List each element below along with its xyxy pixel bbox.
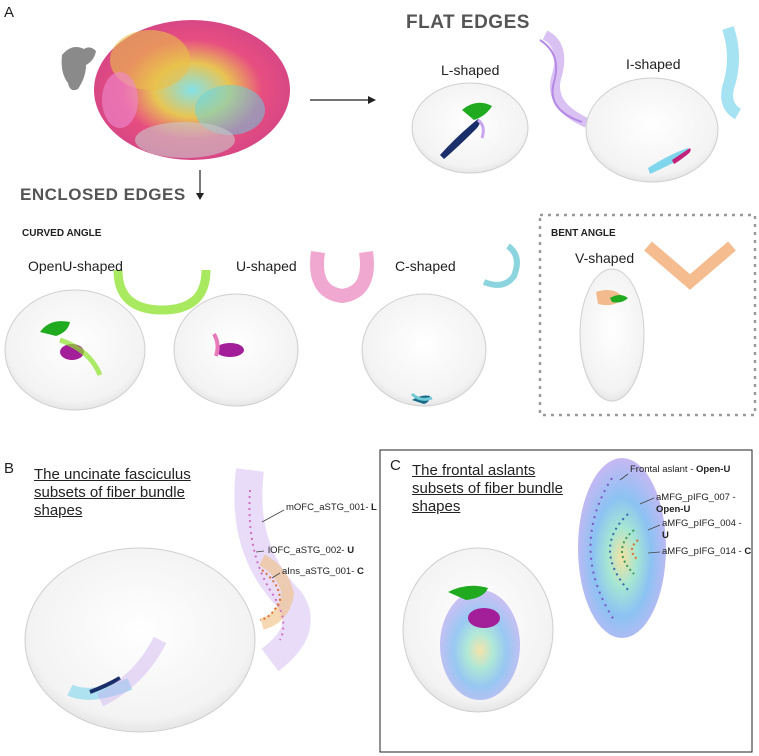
openu-shaped-fiber-bundle — [118, 270, 206, 310]
annotation-shape: C — [744, 546, 751, 557]
annotation-shape: L — [371, 502, 377, 513]
annotation-shape: C — [357, 566, 364, 577]
uncinate-annotation-u: lOFC_aSTG_002- U — [268, 545, 354, 556]
aslant-annotation-014: aMFG_pIFG_014 - C — [662, 546, 751, 557]
annotation-shape: Open-U — [696, 464, 730, 475]
panel-c-letter: C — [390, 457, 401, 474]
flat-edges-title: FLAT EDGES — [406, 12, 530, 34]
v-shaped-brain — [580, 269, 644, 401]
uncinate-annotation-l: mOFC_aSTG_001- L — [286, 502, 377, 513]
c-shaped-fiber-bundle — [484, 246, 517, 285]
panel-c-title: The frontal aslants subsets of fiber bun… — [412, 462, 563, 516]
annotation-name: aMFG_pIFG_007 - — [656, 492, 736, 503]
annotation-name: mOFC_aSTG_001- — [286, 502, 371, 513]
i-shaped-brain — [586, 78, 718, 182]
l-shaped-label: L-shaped — [441, 62, 499, 78]
panel-c-title-line2: subsets of fiber bundle — [412, 480, 563, 498]
curved-angle-title: CURVED ANGLE — [22, 228, 101, 239]
panel-c-title-line1: The frontal aslants — [412, 462, 563, 480]
arrow-right-icon — [310, 96, 376, 104]
aslant-annotation-frontal: Frontal aslant - Open-U — [630, 464, 730, 475]
enclosed-edges-title: ENCLOSED EDGES — [20, 185, 186, 205]
c-shaped-label: C-shaped — [395, 258, 456, 274]
openu-shaped-label: OpenU-shaped — [28, 258, 123, 274]
connectome-brain — [94, 20, 290, 160]
v-shaped-label: V-shaped — [575, 250, 634, 266]
u-shaped-brain — [174, 294, 298, 406]
l-shaped-brain — [412, 83, 528, 173]
uncinate-annotation-c: aIns_aSTG_001- C — [282, 566, 364, 577]
panel-b-title-line3: shapes — [34, 502, 191, 520]
i-shaped-fiber-bundle — [727, 28, 738, 114]
panel-b-letter: B — [4, 460, 14, 477]
annotation-shape: U — [662, 530, 669, 541]
u-shaped-fiber-bundle — [317, 252, 367, 296]
i-shaped-label: I-shaped — [626, 56, 680, 72]
panel-b-title-line1: The uncinate fasciculus — [34, 466, 191, 484]
aslant-fiber-bundle — [578, 458, 666, 638]
brain-mini-icon — [62, 47, 96, 90]
openu-shaped-brain — [5, 290, 145, 410]
annotation-name: aMFG_pIFG_014 - — [662, 546, 744, 557]
panel-b-title: The uncinate fasciculus subsets of fiber… — [34, 466, 191, 520]
panel-a-letter: A — [4, 4, 14, 21]
annotation-name: aIns_aSTG_001- — [282, 566, 357, 577]
panel-c-title-line3: shapes — [412, 498, 563, 516]
panel-b-title-line2: subsets of fiber bundle — [34, 484, 191, 502]
annotation-shape: Open-U — [656, 504, 690, 515]
v-shaped-fiber-bundle — [648, 246, 732, 282]
bent-angle-title: BENT ANGLE — [551, 228, 616, 239]
uncinate-brain — [25, 548, 255, 732]
l-shaped-fiber-bundle — [540, 35, 587, 123]
aslant-annotation-007: aMFG_pIFG_007 - Open-U — [656, 492, 736, 516]
aslant-brain — [403, 548, 553, 712]
uncinate-fiber-bundle — [248, 470, 296, 660]
annotation-name: lOFC_aSTG_002- — [268, 545, 347, 556]
arrow-down-icon — [196, 170, 204, 200]
annotation-shape: U — [347, 545, 354, 556]
aslant-annotation-004: aMFG_pIFG_004 - U — [662, 518, 742, 542]
u-shaped-label: U-shaped — [236, 258, 297, 274]
c-shaped-brain — [362, 294, 486, 406]
annotation-name: aMFG_pIFG_004 - — [662, 518, 742, 529]
annotation-name: Frontal aslant - — [630, 464, 696, 475]
bent-angle-box — [540, 215, 755, 415]
